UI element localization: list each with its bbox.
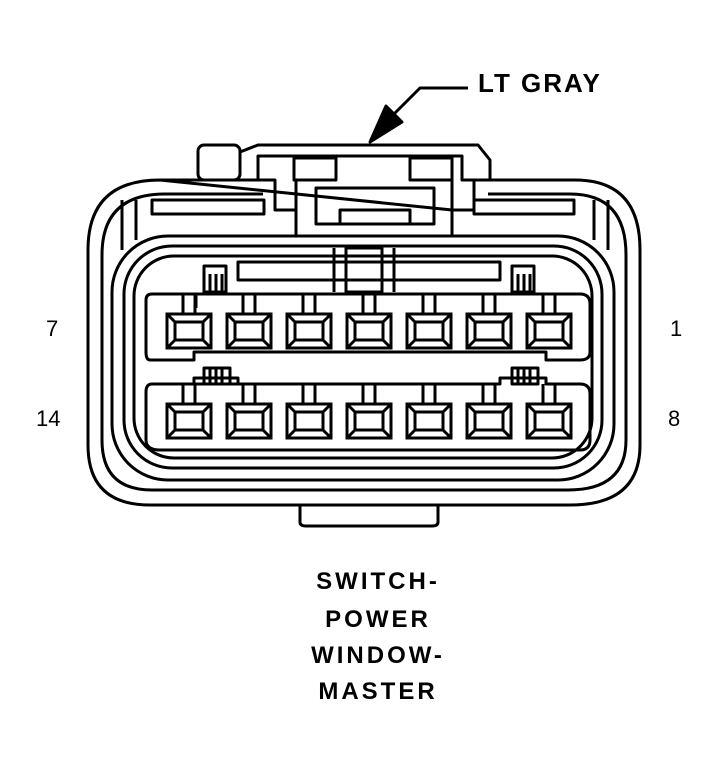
housing-side-right [592,200,610,250]
pin-number-8: 8 [668,406,681,431]
callout-arrowhead [368,104,404,144]
terminal-cavity [345,384,393,440]
housing-side-left [120,200,138,250]
center-divider [344,246,384,294]
latch-tab [196,143,242,182]
marker-top-right [510,264,536,294]
marker-top-left [202,264,228,294]
terminal-cavity [405,294,453,350]
title-line-3: WINDOW- [311,642,445,669]
housing-outer [86,178,642,507]
terminal-cavity [165,384,213,440]
terminal-cavity [225,384,273,440]
pin-number-7: 7 [46,316,59,341]
title-line-2: POWER [325,606,431,633]
connector-face-outer [110,234,616,482]
housing-rim [100,192,628,492]
title-line-4: MASTER [318,678,438,705]
terminal-cavity [285,294,333,350]
marker-mid-right [510,366,540,386]
center-divider-lines [332,248,396,292]
terminal-cavity [525,294,573,350]
housing-key-left [150,198,266,216]
pin-number-14: 14 [36,406,61,431]
bottom-key [298,505,440,528]
title-line-1: SWITCH- [316,568,440,595]
terminal-cavity [525,384,573,440]
top-rail [236,260,502,282]
terminal-cavity [345,294,393,350]
terminal-cavity [405,384,453,440]
cavity-row-top-outline [144,292,592,362]
terminal-cavity [465,384,513,440]
pin-number-1: 1 [670,316,683,341]
marker-mid-left [202,366,232,386]
cavity-row-bottom-outline [144,376,592,452]
wire-color-label: LT GRAY [478,68,602,98]
terminal-cavity [285,384,333,440]
connector-face-inner [122,244,604,470]
latch-window-right [408,156,454,182]
callout-leader-line [384,86,468,124]
terminal-cavity [165,294,213,350]
latch-inner-key [338,208,412,226]
terminal-cavity [465,294,513,350]
terminal-cavity [225,294,273,350]
latch-window-left [292,156,338,182]
housing-key-right [472,198,576,216]
connector-face-edge [132,254,594,460]
